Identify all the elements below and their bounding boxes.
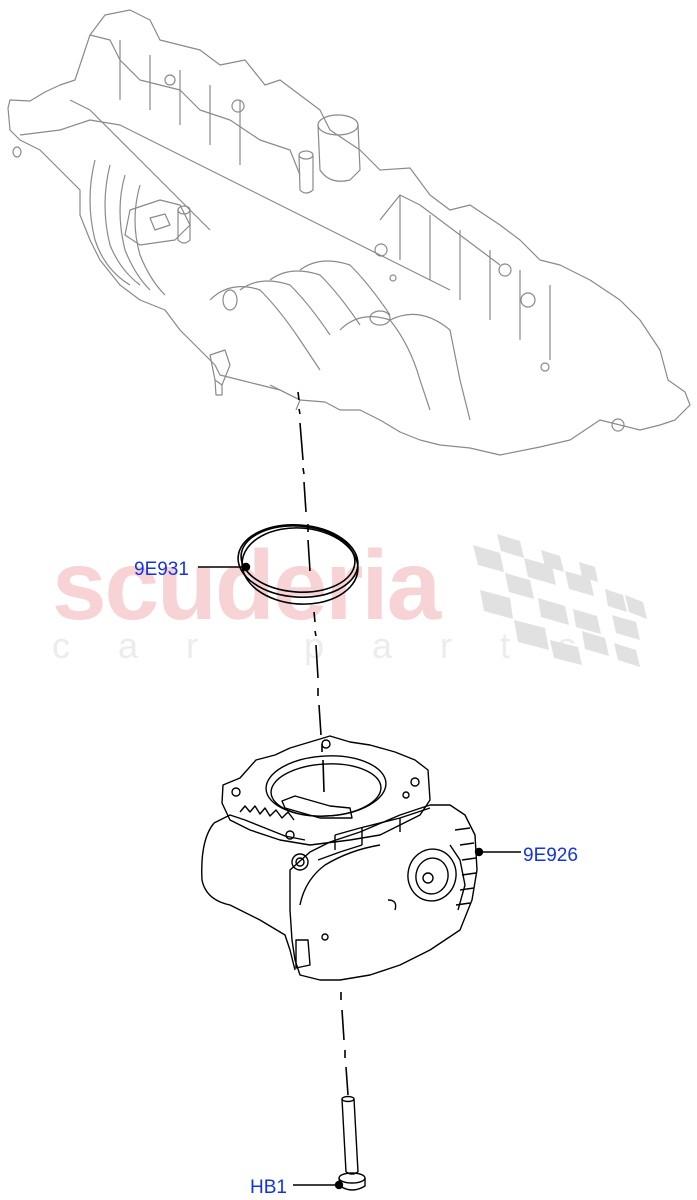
leader-lines: [198, 562, 521, 1190]
gasket-ring: [237, 524, 359, 605]
checkered-flag-icon: [473, 534, 647, 667]
watermark-car-parts: car parts: [52, 625, 625, 666]
bolt-hb1: [338, 1095, 366, 1191]
watermark-scuderia: scuderia: [52, 530, 441, 640]
throttle-body: [201, 735, 478, 981]
callout-gasket[interactable]: 9E931: [134, 559, 189, 580]
intake-manifold: [7, 9, 691, 456]
callout-bolt[interactable]: HB1: [250, 1177, 287, 1198]
callout-throttle-body[interactable]: 9E926: [523, 845, 578, 866]
